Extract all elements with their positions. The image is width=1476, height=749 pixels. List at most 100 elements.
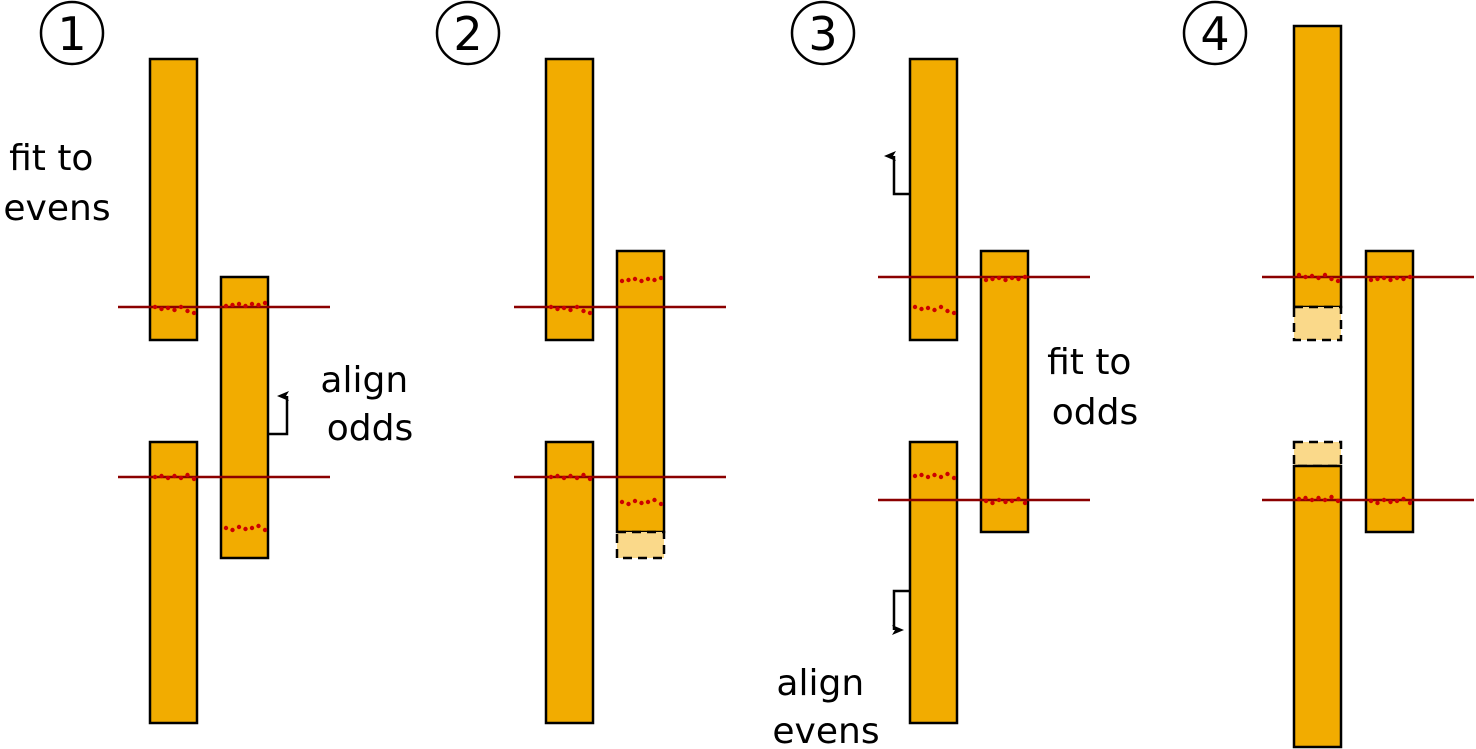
measurement-dots — [1296, 272, 1341, 284]
measurement-dot — [639, 500, 644, 506]
measurement-dot — [626, 501, 631, 507]
measurement-dot — [191, 310, 197, 316]
measurement-dot — [191, 476, 197, 482]
measurement-dot — [256, 302, 261, 308]
measurement-dot — [932, 472, 937, 478]
measurement-dot — [243, 303, 248, 309]
up-arrow — [268, 391, 289, 436]
step-number: 3 — [808, 7, 837, 61]
measurement-dot — [1401, 496, 1406, 502]
measurement-dot — [555, 306, 560, 312]
measurement-dot — [1309, 273, 1315, 279]
measurement-dot — [619, 278, 625, 284]
measurement-dots — [548, 304, 593, 316]
previous-position-ghost — [1292, 305, 1343, 342]
step-1-panel: 1 fit to evens align odds — [3, 0, 413, 725]
measurement-dot — [912, 473, 918, 479]
measurement-dot — [574, 304, 580, 310]
measurement-dot — [1388, 277, 1393, 283]
step-number: 1 — [57, 7, 86, 61]
measurement-dot — [1322, 272, 1328, 278]
measurement-dot — [249, 301, 255, 307]
measurement-dots — [152, 472, 197, 482]
measurement-dot — [925, 305, 931, 311]
measurement-dot — [1016, 496, 1021, 502]
measurement-dot — [178, 304, 184, 310]
measurement-dot — [152, 474, 158, 480]
measurement-dot — [1368, 277, 1374, 283]
measurement-dot — [587, 310, 593, 316]
odd-block — [219, 275, 270, 560]
measurement-dot — [223, 525, 229, 531]
measurement-dot — [230, 302, 235, 308]
measurement-dot — [152, 304, 158, 310]
measurement-dot — [1375, 500, 1380, 506]
even-block — [1292, 464, 1343, 749]
measurement-dot — [1329, 494, 1334, 500]
measurement-dots — [1368, 274, 1413, 283]
even-block — [1292, 24, 1343, 309]
align-evens-label: align evens — [772, 663, 879, 749]
measurement-dot — [548, 304, 554, 310]
measurement-dot — [919, 306, 924, 312]
measurement-dot — [561, 305, 567, 311]
measurement-dot — [581, 472, 586, 478]
measurement-dots — [912, 471, 957, 481]
step-2-number-badge: 2 — [435, 0, 501, 66]
step-number-circle — [1182, 0, 1248, 66]
measurement-dot — [1322, 497, 1328, 503]
measurement-dot — [223, 303, 229, 309]
measurement-dot — [938, 474, 944, 480]
measurement-dot — [945, 308, 950, 314]
measurement-dot — [639, 278, 644, 284]
measurement-dot — [626, 277, 631, 283]
step-number-circle — [39, 0, 105, 66]
measurement-dot — [568, 473, 573, 479]
down-arrow — [892, 589, 910, 635]
measurement-dots — [619, 497, 664, 507]
measurement-dot — [1296, 496, 1302, 502]
measurement-dot — [587, 476, 593, 482]
measurement-dot — [561, 475, 567, 481]
measurement-dot — [172, 473, 177, 479]
step-2-panel: 2 — [435, 0, 726, 725]
odd-block — [979, 249, 1030, 534]
measurement-dot — [256, 523, 261, 529]
measurement-dots — [983, 496, 1028, 506]
measurement-dot — [932, 307, 937, 313]
step-3-panel: 3 fit to odds align evens — [772, 0, 1138, 749]
measurement-dot — [658, 501, 664, 507]
measurement-dots — [152, 304, 197, 316]
measurement-dot — [1407, 500, 1413, 506]
measurement-dot — [165, 305, 171, 311]
step-3-number-badge: 3 — [790, 0, 856, 66]
measurement-dots — [223, 523, 268, 533]
measurement-dot — [1003, 499, 1008, 505]
up-arrow — [884, 151, 910, 196]
measurement-dot — [1368, 498, 1374, 504]
odd-block — [615, 249, 666, 534]
measurement-dot — [236, 524, 242, 530]
measurement-dots — [1368, 496, 1413, 506]
measurement-dot — [652, 277, 657, 283]
measurement-dot — [1388, 499, 1393, 505]
measurement-dot — [1335, 498, 1341, 504]
measurement-dot — [951, 310, 957, 316]
even-block — [148, 440, 199, 725]
measurement-dots — [619, 275, 664, 284]
odd-block — [1364, 249, 1415, 534]
even-block — [544, 57, 595, 342]
even-block — [908, 440, 959, 725]
measurement-dot — [945, 471, 950, 477]
measurement-dot — [1016, 276, 1021, 282]
measurement-dot — [983, 498, 989, 504]
measurement-dot — [925, 474, 931, 480]
step-4-panel: 4 — [1182, 0, 1474, 749]
measurement-dot — [185, 308, 190, 314]
fit-to-evens-label: fit to evens — [3, 138, 110, 229]
measurement-dot — [645, 499, 651, 505]
step-number: 2 — [453, 7, 482, 61]
measurement-dot — [1316, 495, 1321, 501]
measurement-dot — [555, 473, 560, 479]
measurement-dot — [172, 307, 177, 313]
